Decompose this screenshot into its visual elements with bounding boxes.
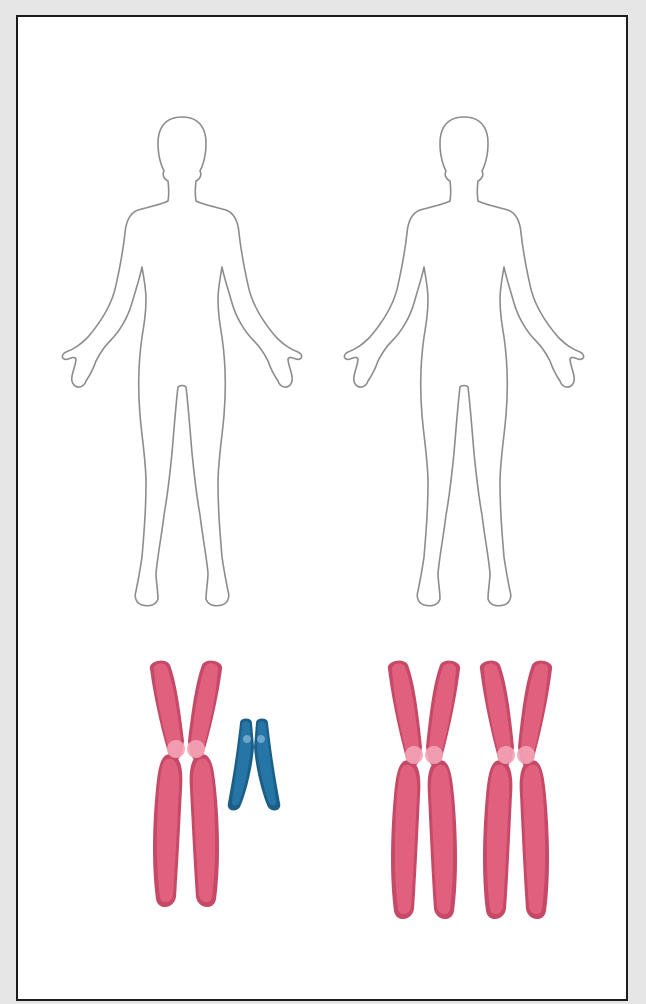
right-human-figure-icon xyxy=(338,109,590,619)
diagram-panel xyxy=(16,15,628,1001)
body-outline xyxy=(62,117,301,606)
x-chromosome-icon xyxy=(146,659,226,915)
x-chromosome-icon xyxy=(384,659,464,927)
body-outline xyxy=(344,117,583,606)
left-human-figure-icon xyxy=(56,109,308,619)
x-chromosome-icon xyxy=(476,659,556,927)
y-chromosome-icon xyxy=(226,717,282,813)
